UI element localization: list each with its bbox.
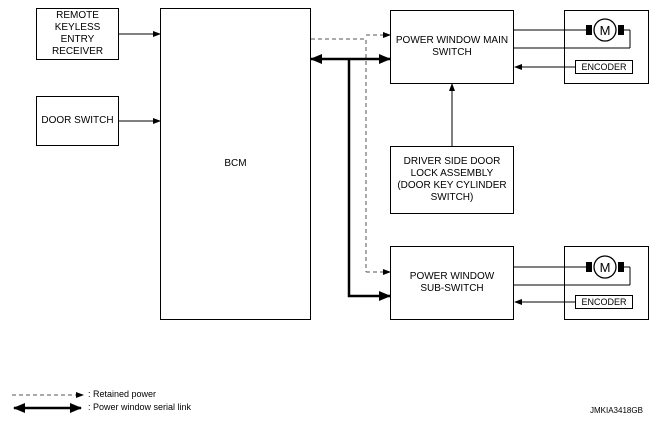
motor-sub-label: M — [600, 260, 611, 275]
encoder-main-block: ENCODER — [575, 60, 633, 74]
legend-serial-link-label: : Power window serial link — [88, 402, 192, 412]
figure-code: JMKIA3418GB — [590, 406, 643, 415]
motor-main-icon: M — [586, 18, 624, 42]
power-window-sub-switch-block: POWER WINDOW SUB-SWITCH — [390, 246, 514, 320]
main-motor-wiring — [514, 29, 631, 70]
main-motor-unit-frame — [564, 10, 649, 84]
motor-sub-icon: M — [586, 255, 624, 279]
sub-motor-unit-frame — [564, 246, 649, 320]
sub-motor-wiring — [514, 266, 631, 305]
power-window-main-switch-block: POWER WINDOW MAIN SWITCH — [390, 10, 514, 84]
bcm-block: BCM — [160, 8, 311, 320]
driver-side-door-lock-assembly-block: DRIVER SIDE DOOR LOCK ASSEMBLY (DOOR KEY… — [390, 146, 514, 214]
motor-main-label: M — [600, 23, 611, 38]
retained-power-line — [311, 32, 391, 275]
serial-link-line — [310, 54, 391, 301]
legend-retained-power-label: : Retained power — [88, 389, 157, 399]
door-switch-block: DOOR SWITCH — [36, 96, 119, 146]
remote-keyless-entry-receiver-block: REMOTE KEYLESS ENTRY RECEIVER — [36, 8, 119, 60]
encoder-sub-block: ENCODER — [575, 295, 633, 309]
